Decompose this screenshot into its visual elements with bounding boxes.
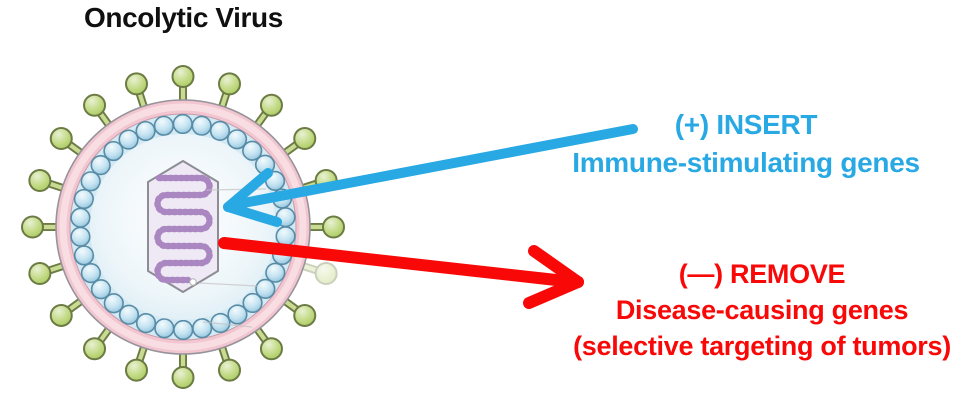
capsomere-bead [242, 292, 263, 314]
capsomere-bead [103, 293, 124, 314]
viral-genome [154, 174, 213, 284]
capsomere-bead [153, 115, 174, 136]
capsomere-bead [135, 120, 156, 142]
insert-label-line2: Immune-stimulating genes [572, 147, 920, 178]
capsid-bead-ring [70, 113, 296, 341]
capsomere-bead [265, 262, 286, 283]
remove-label-line1: (—) REMOVE [678, 259, 846, 289]
remove-label: (—) REMOVE Disease-causing genes (select… [573, 256, 951, 364]
insert-label-line1: (+) INSERT [674, 109, 818, 140]
leader-anchor-dot [189, 278, 197, 286]
capsomere-bead [209, 120, 231, 141]
capsomere-bead [135, 313, 157, 334]
spike [273, 291, 317, 327]
remove-label-line2: Disease-causing genes [615, 295, 909, 325]
capsomere-bead [191, 115, 212, 136]
capsomere-bead [90, 155, 111, 176]
capsomere-bead [80, 263, 102, 284]
diagram-title: Oncolytic Virus [84, 2, 283, 33]
capsomere-bead [70, 207, 91, 228]
capsomere-bead [118, 304, 140, 325]
capsomere-bead [226, 129, 248, 150]
insert-arrow [223, 124, 638, 227]
capsomere-bead [227, 304, 248, 325]
capsomere-bead [173, 319, 194, 341]
capsomere-bead [242, 140, 263, 161]
capsomere-bead [192, 318, 213, 339]
remove-label-line3: (selective targeting of tumors) [573, 331, 951, 361]
capsomere-bead [80, 171, 101, 192]
capsomere-bead [103, 140, 124, 162]
capsomere-bead [172, 113, 193, 135]
capsomere-bead [275, 226, 296, 247]
capsomere-bead [255, 278, 276, 299]
capsomere-bead [73, 245, 95, 266]
envelope-highlight [59, 103, 307, 351]
capsomere-bead [154, 318, 175, 339]
capsomere-bead [90, 279, 112, 300]
capsomere-bead [73, 188, 94, 210]
remove-arrow [218, 237, 584, 309]
capsomere-bead [70, 226, 91, 247]
insert-label: (+) INSERT Immune-stimulating genes [572, 106, 920, 182]
capsomere-bead [118, 129, 139, 150]
